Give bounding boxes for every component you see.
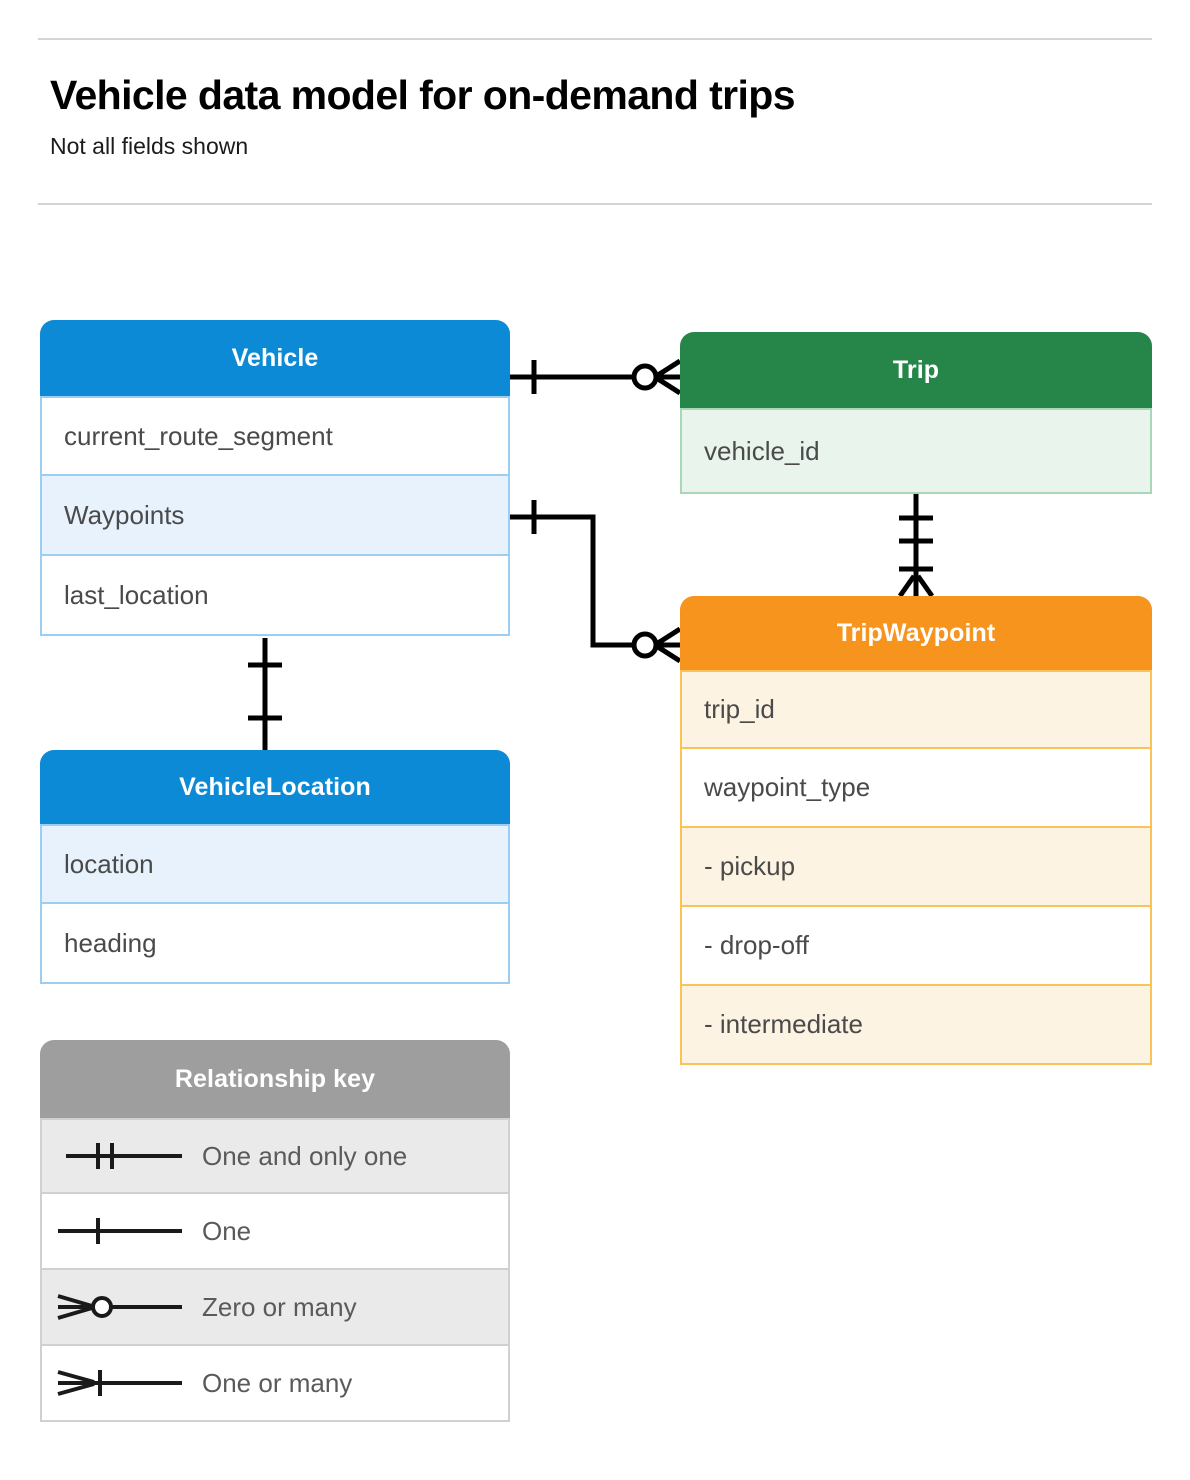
entity-tripwaypoint-fields: trip_id waypoint_type - pickup - drop-of… [680,670,1152,1065]
entity-vehiclelocation-title: VehicleLocation [40,750,510,824]
legend-item-zero-or-many: Zero or many [40,1270,510,1346]
header-divider-top [38,38,1152,40]
entity-tripwaypoint[interactable]: TripWaypoint trip_id waypoint_type - pic… [680,596,1152,1065]
legend-item-one: One [40,1194,510,1270]
entity-trip[interactable]: Trip vehicle_id [680,332,1152,494]
field-heading[interactable]: heading [40,904,510,984]
field-location[interactable]: location [40,824,510,904]
legend-label-zero-or-many: Zero or many [202,1291,357,1322]
connector-vehicle-vehiclelocation [248,638,282,750]
connector-vehicle-trip [510,358,682,396]
entity-vehicle-fields: current_route_segment Waypoints last_loc… [40,396,510,636]
entity-trip-fields: vehicle_id [680,408,1152,494]
one-or-many-icon [42,1346,202,1420]
one-icon [42,1194,202,1268]
relationship-key-items: One and only one One [40,1118,510,1422]
field-waypoint-type-dropoff[interactable]: - drop-off [680,907,1152,986]
page-title: Vehicle data model for on-demand trips [50,72,796,118]
legend-item-one-and-only-one: One and only one [40,1118,510,1194]
one-and-only-one-icon [42,1120,202,1192]
field-waypoint-type-pickup[interactable]: - pickup [680,828,1152,907]
entity-trip-title: Trip [680,332,1152,408]
field-last-location[interactable]: last_location [40,556,510,636]
header-divider-bottom [38,203,1152,205]
legend-item-one-or-many: One or many [40,1346,510,1422]
connector-trip-tripwaypoint [897,494,935,598]
relationship-key-legend: Relationship key One and only one [40,1040,510,1422]
field-waypoint-type[interactable]: waypoint_type [680,749,1152,828]
zero-or-many-icon [42,1270,202,1344]
legend-label-one: One [202,1215,252,1246]
entity-tripwaypoint-title: TripWaypoint [680,596,1152,670]
legend-label-one-or-many: One or many [202,1367,353,1398]
page-subtitle: Not all fields shown [50,133,249,159]
entity-vehicle[interactable]: Vehicle current_route_segment Waypoints … [40,320,510,636]
field-current-route-segment[interactable]: current_route_segment [40,396,510,476]
field-trip-id[interactable]: trip_id [680,670,1152,749]
legend-label-one-and-only-one: One and only one [202,1140,408,1171]
entity-vehiclelocation-fields: location heading [40,824,510,984]
entity-vehicle-title: Vehicle [40,320,510,396]
entity-vehiclelocation[interactable]: VehicleLocation location heading [40,750,510,984]
relationship-key-title: Relationship key [40,1040,510,1118]
connector-waypoints-tripwaypoint [510,500,682,664]
field-waypoint-type-intermediate[interactable]: - intermediate [680,986,1152,1065]
field-waypoints[interactable]: Waypoints [40,476,510,556]
field-vehicle-id[interactable]: vehicle_id [680,408,1152,494]
